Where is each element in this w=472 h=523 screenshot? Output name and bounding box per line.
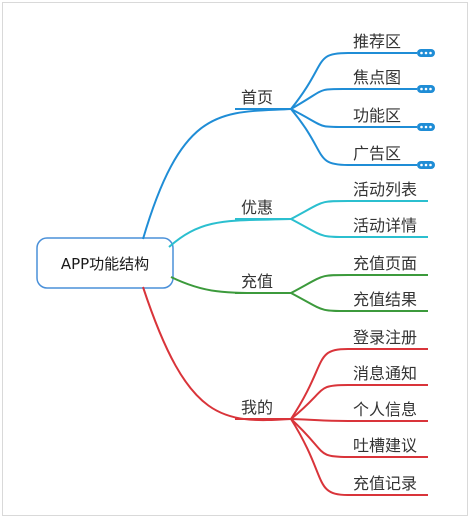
node-label-recharge-page[interactable]: 充值页面: [353, 254, 417, 273]
ellipsis-dot: [424, 163, 428, 167]
ellipsis-dot: [420, 125, 423, 129]
ellipsis-dot: [420, 51, 423, 55]
mindmap-svg: APP功能结构 首页 推荐区 焦点图 功能区 广告区: [36, 32, 435, 496]
node-label-login[interactable]: 登录注册: [353, 328, 417, 347]
node-label-activity-detail[interactable]: 活动详情: [353, 216, 417, 235]
collapse-focus[interactable]: [417, 85, 435, 93]
root-node[interactable]: APP功能结构: [36, 237, 174, 289]
connector-recharge-result: [290, 292, 349, 312]
connector-root-mine: [142, 286, 292, 422]
connector-mine-profile: [290, 418, 349, 422]
collapse-function[interactable]: [417, 123, 435, 131]
connector-mine-history: [290, 418, 349, 496]
collapse-recommend[interactable]: [417, 49, 435, 57]
branch-label-recharge[interactable]: 充值: [241, 272, 273, 291]
node-label-recommend[interactable]: 推荐区: [353, 32, 401, 51]
connector-homepage-function: [290, 108, 349, 129]
node-label-focus[interactable]: 焦点图: [353, 68, 401, 87]
node-label-function[interactable]: 功能区: [353, 106, 401, 125]
branch-discount: 优惠 活动列表 活动详情: [168, 180, 428, 248]
collapse-ad[interactable]: [417, 161, 435, 169]
connector-discount-detail: [290, 218, 349, 238]
ellipsis-dot: [429, 125, 432, 129]
ellipsis-dot: [420, 163, 423, 167]
connector-recharge-page: [290, 274, 349, 294]
node-label-profile[interactable]: 个人信息: [353, 400, 417, 419]
node-label-activity-list[interactable]: 活动列表: [353, 180, 417, 199]
node-label-recharge-result[interactable]: 充值结果: [353, 290, 417, 309]
node-label-ad[interactable]: 广告区: [353, 144, 401, 163]
ellipsis-dot: [424, 125, 428, 129]
root-node-label: APP功能结构: [61, 255, 149, 273]
branch-recharge: 充值 充值页面 充值结果: [170, 254, 428, 312]
branch-mine: 我的 登录注册 消息通知 个人信息 吐槽建议 充值记录: [142, 286, 428, 496]
connector-mine-feedback: [290, 418, 349, 458]
node-label-feedback[interactable]: 吐槽建议: [353, 436, 417, 455]
node-label-history[interactable]: 充值记录: [353, 474, 417, 493]
node-label-message[interactable]: 消息通知: [353, 364, 417, 383]
connector-homepage-recommend: [290, 52, 349, 110]
branch-label-mine[interactable]: 我的: [241, 398, 273, 417]
ellipsis-dot: [420, 87, 423, 91]
connector-homepage-focus: [290, 87, 349, 110]
root-node-box: [36, 237, 174, 289]
connector-discount-list: [290, 200, 349, 220]
ellipsis-dot: [429, 87, 432, 91]
connector-root-discount: [168, 218, 292, 248]
ellipsis-dot: [424, 51, 428, 55]
branch-homepage: 首页 推荐区 焦点图 功能区 广告区: [142, 32, 435, 240]
connector-root-homepage: [142, 108, 292, 240]
branch-label-discount[interactable]: 优惠: [241, 198, 273, 217]
connector-mine-message: [290, 384, 349, 420]
ellipsis-dot: [429, 51, 432, 55]
connector-homepage-ad: [290, 108, 349, 166]
branch-label-homepage[interactable]: 首页: [241, 88, 273, 107]
ellipsis-dot: [429, 163, 432, 167]
mindmap-canvas: APP功能结构 首页 推荐区 焦点图 功能区 广告区: [2, 2, 468, 516]
ellipsis-dot: [424, 87, 428, 91]
connector-mine-login: [290, 348, 349, 420]
